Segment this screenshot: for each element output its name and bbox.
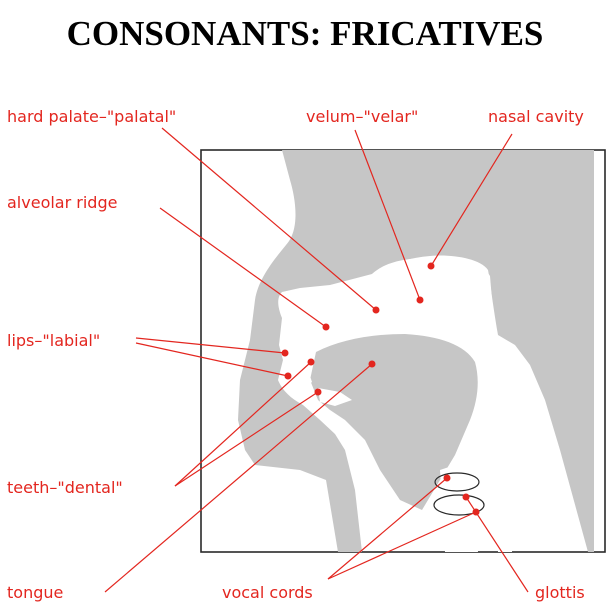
- dot-vocal-cords-upper: [444, 475, 451, 482]
- label-glottis: glottis: [535, 583, 585, 602]
- label-alveolar-ridge: alveolar ridge: [7, 193, 117, 212]
- label-teeth: teeth–"dental": [7, 478, 123, 497]
- dot-alveolar-ridge: [323, 324, 330, 331]
- dot-hard-palate: [373, 307, 380, 314]
- dot-glottis: [463, 494, 470, 501]
- label-tongue: tongue: [7, 583, 63, 602]
- label-hard-palate: hard palate–"palatal": [7, 107, 176, 126]
- dot-vocal-cords-lower: [473, 509, 480, 516]
- dot-nasal-cavity: [428, 263, 435, 270]
- label-nasal-cavity: nasal cavity: [488, 107, 584, 126]
- dot-tongue: [369, 361, 376, 368]
- dot-teeth-lower: [315, 389, 322, 396]
- dot-lips-upper: [282, 350, 289, 357]
- label-vocal-cords: vocal cords: [222, 583, 313, 602]
- label-velum: velum–"velar": [306, 107, 418, 126]
- dot-teeth-upper: [308, 359, 315, 366]
- dot-lips-lower: [285, 373, 292, 380]
- dot-velum: [417, 297, 424, 304]
- label-lips: lips–"labial": [7, 331, 100, 350]
- upper-lip-gap: [290, 330, 308, 352]
